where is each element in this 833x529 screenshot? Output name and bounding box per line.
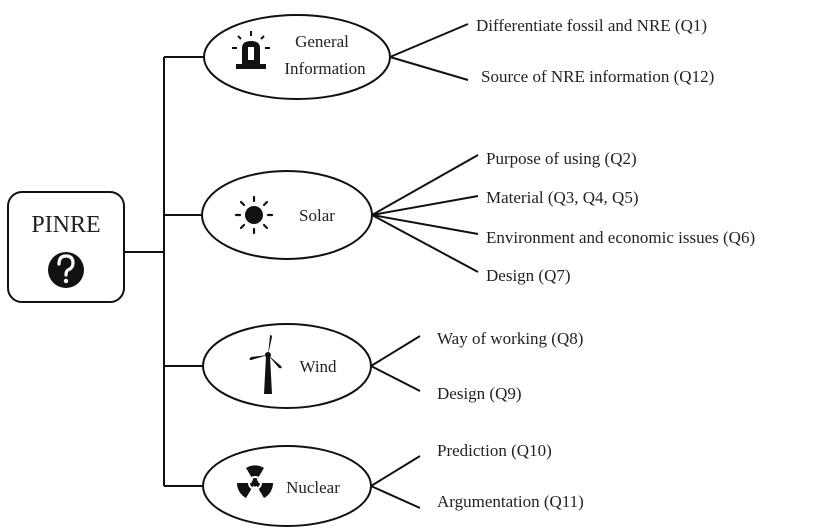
leaf-connector [389,56,469,81]
category-general: General Information Differentiate fossil… [203,14,714,100]
sun-icon [234,195,274,235]
leaf-item: Argumentation (Q11) [437,492,584,511]
category-label: Nuclear [286,478,340,497]
leaf-item: Material (Q3, Q4, Q5) [486,188,639,207]
leaf-item: Way of working (Q8) [437,329,583,348]
radiation-icon [237,465,273,498]
category-ellipse [203,14,391,100]
root-node: PINRE [7,191,125,303]
leaf-item: Prediction (Q10) [437,441,552,460]
category-wind: Wind Way of working (Q8) Design (Q9) [202,323,583,409]
leaf-item: Design (Q9) [437,384,522,403]
category-ellipse [202,323,372,409]
wind-turbine-icon [249,334,282,394]
category-solar: Solar Purpose of using (Q2) Material (Q3… [201,149,755,285]
leaf-connector [371,195,479,216]
category-label-line-1: General [295,32,349,51]
trunk-connectors [124,56,204,487]
category-label: Wind [299,357,337,376]
leaf-connector [371,154,479,216]
leaf-item: Differentiate fossil and NRE (Q1) [476,16,707,35]
root-box [7,191,125,303]
leaf-item: Design (Q7) [486,266,571,285]
category-nuclear: Nuclear Prediction (Q10) Argumentation (… [202,441,584,527]
leaf-connector [371,214,479,273]
leaf-connector [370,485,421,509]
leaf-connector [370,365,421,392]
category-label: Solar [299,206,335,225]
leaf-connector [370,455,421,487]
alarm-siren-icon [232,31,270,69]
question-circle-icon [48,252,84,288]
leaf-connector [371,214,479,235]
category-ellipse [201,170,373,260]
leaf-item: Purpose of using (Q2) [486,149,637,168]
leaf-item: Source of NRE information (Q12) [481,67,714,86]
category-label-line-2: Information [284,59,366,78]
leaf-item: Environment and economic issues (Q6) [486,228,755,247]
root-label: PINRE [31,212,100,238]
leaf-connector [370,335,421,367]
leaf-connector [389,23,469,58]
